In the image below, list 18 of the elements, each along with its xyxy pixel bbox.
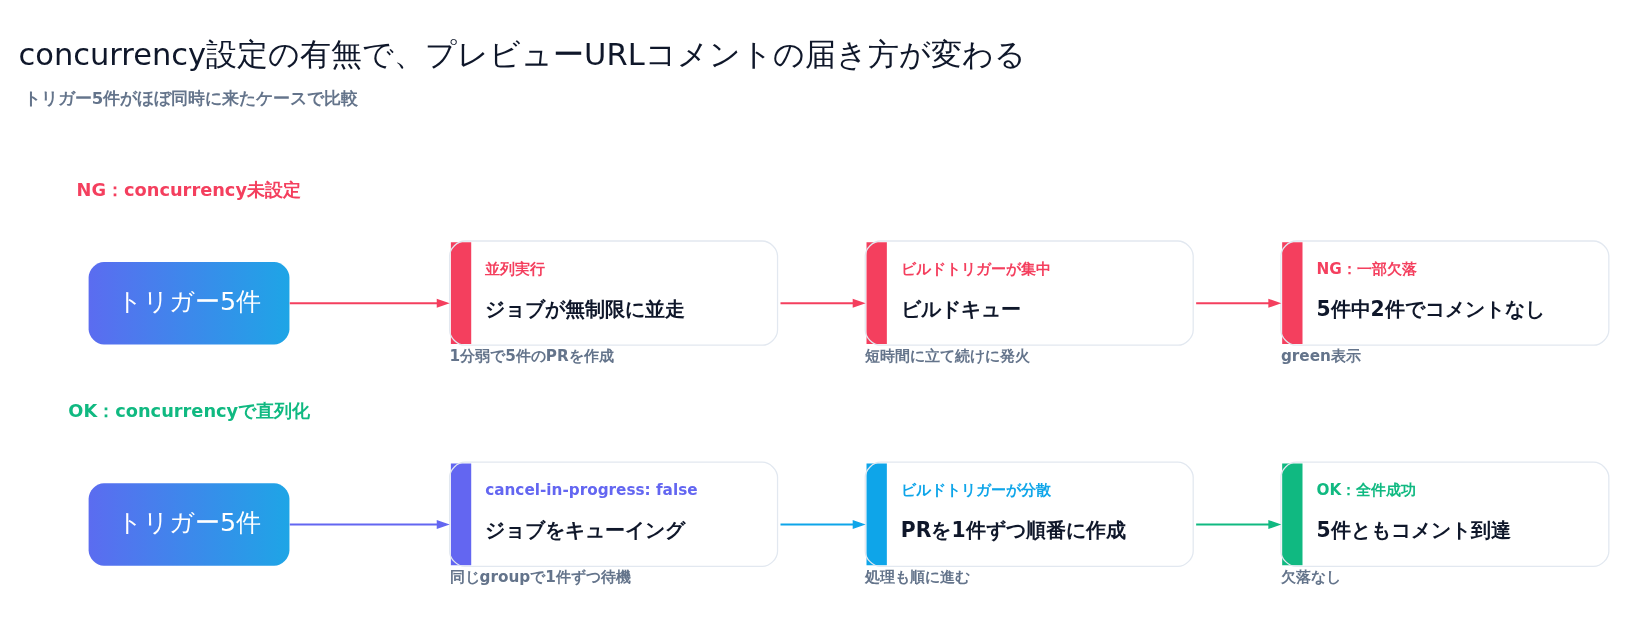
node-label: 同じgroupで1件ずつ待機	[449, 568, 631, 587]
arrow	[780, 519, 866, 529]
diagram-title: concurrency設定の有無で、プレビューURLコメントの届き方が変わる	[18, 36, 1026, 72]
node-label: green表示	[1280, 347, 1361, 366]
node-label: 1分弱で5件のPRを作成	[449, 347, 614, 366]
label: OK：concurrencyで直列化	[68, 400, 311, 422]
node-label: 短時間に立て続けに発火	[865, 347, 1031, 366]
label: NG：concurrency未設定	[76, 179, 302, 201]
node-label: 処理も順に進む	[865, 568, 971, 587]
arrow	[780, 298, 866, 308]
arrow	[1196, 519, 1282, 529]
arrow	[289, 519, 450, 529]
label: トリガー5件がほぼ同時に来たケースで比較	[23, 89, 359, 109]
arrow	[289, 298, 450, 308]
node-label: 欠落なし	[1280, 568, 1341, 587]
arrow	[1196, 298, 1282, 308]
node-box: トリガー5件	[88, 261, 290, 345]
node-box: トリガー5件	[88, 483, 290, 566]
